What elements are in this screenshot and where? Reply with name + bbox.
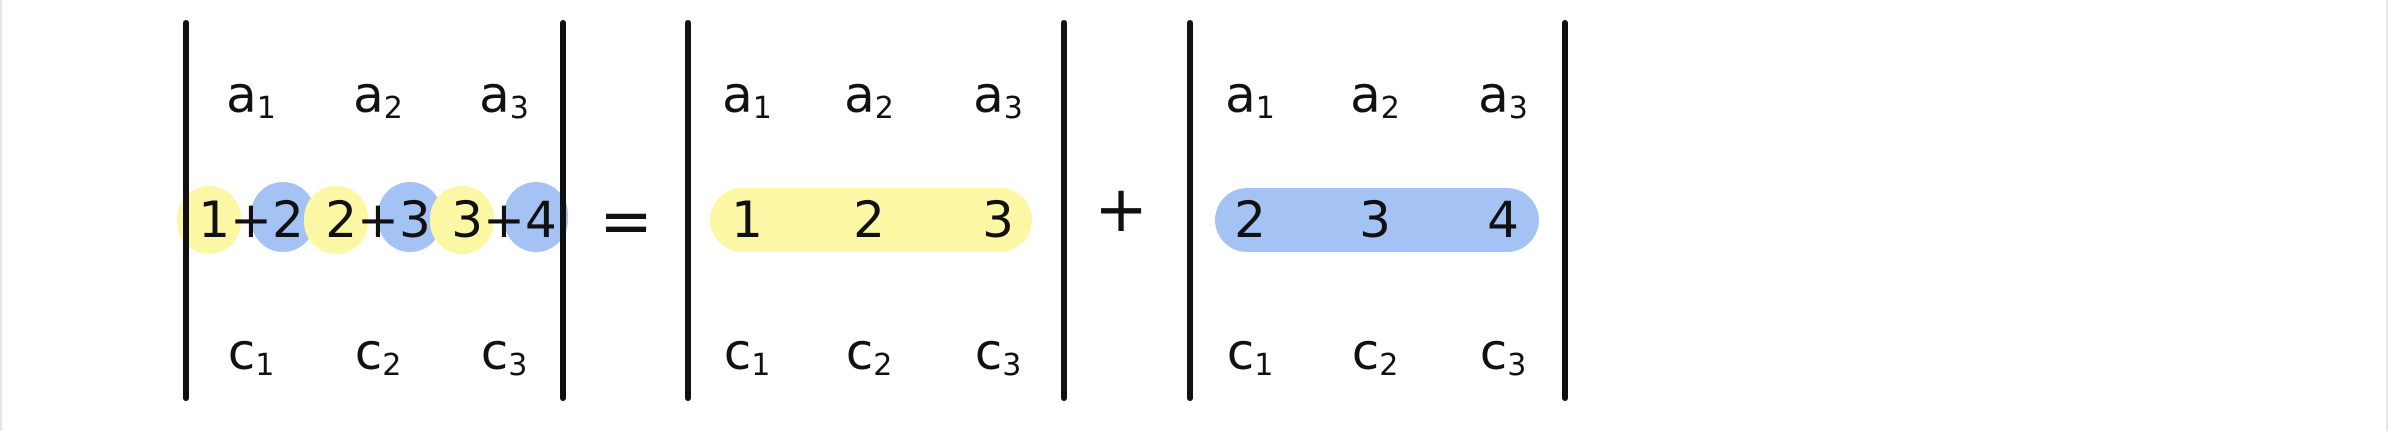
entry-base: c: [845, 323, 874, 381]
determinant-2-entry: a3: [973, 70, 1023, 124]
entry-subscript: 1: [1255, 91, 1275, 126]
determinant-1-entry: c1: [228, 327, 275, 381]
entry-base: c: [723, 323, 752, 381]
entry-subscript: 2: [1380, 91, 1400, 126]
entry-base: a: [226, 66, 257, 124]
entry-subscript: 1: [256, 91, 276, 126]
determinant-2-right-bar: [1061, 20, 1067, 401]
determinant-1-entry: 1+2: [198, 191, 304, 249]
entry-subscript: 1: [1254, 348, 1274, 383]
entry-base: a: [722, 66, 753, 124]
entry-base: c: [1479, 323, 1508, 381]
determinant-2-entry: 3: [982, 191, 1014, 249]
determinant-3-entry: 4: [1487, 191, 1519, 249]
determinant-3-left-bar: [1187, 20, 1193, 401]
yellow-row-highlight: [710, 188, 1032, 252]
entry-base: c: [1351, 323, 1380, 381]
blue-highlight: [504, 182, 568, 252]
yellow-highlight: [304, 186, 368, 254]
entry-base: c: [480, 323, 509, 381]
determinant-3-entry: 3: [1359, 191, 1391, 249]
entry-base: c: [227, 323, 256, 381]
determinant-2-entry: c1: [724, 327, 771, 381]
determinant-2-left-bar: [685, 20, 691, 401]
entry-subscript: 2: [873, 348, 893, 383]
entry-subscript: 1: [752, 91, 772, 126]
determinant-1-entry: 3+4: [451, 191, 557, 249]
entry-subscript: 3: [509, 91, 529, 126]
blue-row-highlight: [1215, 188, 1539, 252]
entry-base: a: [353, 66, 384, 124]
determinant-1-entry: c3: [481, 327, 528, 381]
entry-subscript: 3: [1508, 91, 1528, 126]
determinant-1-left-bar: [183, 20, 189, 401]
determinant-1-entry: a1: [226, 70, 276, 124]
determinant-2-entry: 2: [853, 191, 885, 249]
determinant-3-entry: a1: [1225, 70, 1275, 124]
entry-subscript: 3: [1002, 348, 1022, 383]
determinant-1-entry: c2: [355, 327, 402, 381]
entry-subscript: 2: [383, 91, 403, 126]
entry-base: a: [1478, 66, 1509, 124]
entry-subscript: 1: [255, 348, 275, 383]
entry-base: c: [1226, 323, 1255, 381]
determinant-3-entry: a2: [1350, 70, 1400, 124]
entry-base: c: [354, 323, 383, 381]
entry-subscript: 1: [751, 348, 771, 383]
determinant-3-entry: c1: [1227, 327, 1274, 381]
determinant-1-entry: a3: [479, 70, 529, 124]
determinant-3-entry: c3: [1480, 327, 1527, 381]
determinant-3-entry: c2: [1352, 327, 1399, 381]
entry-subscript: 2: [874, 91, 894, 126]
determinant-2-entry: a1: [722, 70, 772, 124]
equals-sign: =: [599, 185, 653, 259]
entry-subscript: 3: [508, 348, 528, 383]
entry-subscript: 3: [1003, 91, 1023, 126]
determinant-2-entry: c2: [846, 327, 893, 381]
entry-base: a: [1225, 66, 1256, 124]
determinant-1-entry: a2: [353, 70, 403, 124]
entry-base: a: [1350, 66, 1381, 124]
plus-sign: +: [1094, 173, 1148, 247]
determinant-2-entry: a2: [844, 70, 894, 124]
determinant-3-right-bar: [1562, 20, 1568, 401]
determinant-2-entry: 1: [731, 191, 763, 249]
determinant-3-entry: 2: [1234, 191, 1266, 249]
entry-subscript: 2: [1379, 348, 1399, 383]
determinant-1-entry: 2+3: [325, 191, 431, 249]
entry-base: a: [844, 66, 875, 124]
entry-base: c: [974, 323, 1003, 381]
determinant-2-entry: c3: [975, 327, 1022, 381]
determinant-1-right-bar: [560, 20, 566, 401]
entry-subscript: 3: [1507, 348, 1527, 383]
entry-subscript: 2: [382, 348, 402, 383]
yellow-highlight: [430, 186, 494, 254]
determinant-3-entry: a3: [1478, 70, 1528, 124]
entry-base: a: [973, 66, 1004, 124]
entry-base: a: [479, 66, 510, 124]
